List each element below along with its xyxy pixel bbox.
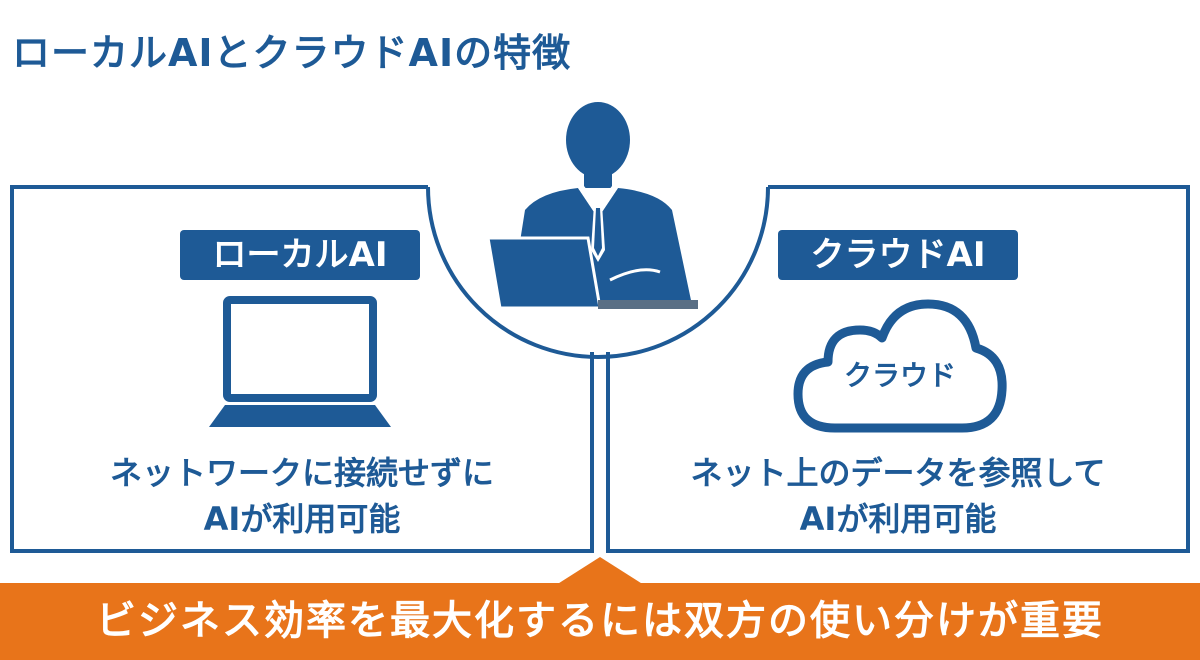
local-ai-caption-line1: ネットワークに接続せずに bbox=[109, 454, 494, 492]
center-arc bbox=[426, 186, 770, 359]
local-ai-box bbox=[10, 185, 594, 553]
cloud-ai-caption-line1: ネット上のデータを参照して bbox=[690, 454, 1106, 492]
local-ai-caption-line2: AIが利用可能 bbox=[203, 500, 401, 538]
cloud-ai-box bbox=[606, 185, 1190, 553]
laptop-icon bbox=[209, 296, 391, 427]
banner-arrow bbox=[556, 557, 644, 585]
bottom-banner bbox=[0, 583, 1200, 660]
cloud-ai-caption: ネット上のデータを参照して AIが利用可能 bbox=[608, 450, 1188, 542]
person-with-laptop-icon bbox=[486, 102, 698, 310]
cloud-icon bbox=[793, 299, 1007, 433]
cloud-icon-label: クラウド bbox=[843, 359, 956, 392]
page-title: ローカルAIとクラウドAIの特徴 bbox=[12, 31, 572, 75]
bottom-banner-text: ビジネス効率を最大化するには双方の使い分けが重要 bbox=[96, 598, 1104, 644]
cloud-ai-caption-line2: AIが利用可能 bbox=[799, 500, 997, 538]
local-ai-label: ローカルAI bbox=[180, 230, 420, 280]
local-ai-caption: ネットワークに接続せずに AIが利用可能 bbox=[12, 450, 592, 542]
cloud-ai-label: クラウドAI bbox=[778, 230, 1018, 280]
